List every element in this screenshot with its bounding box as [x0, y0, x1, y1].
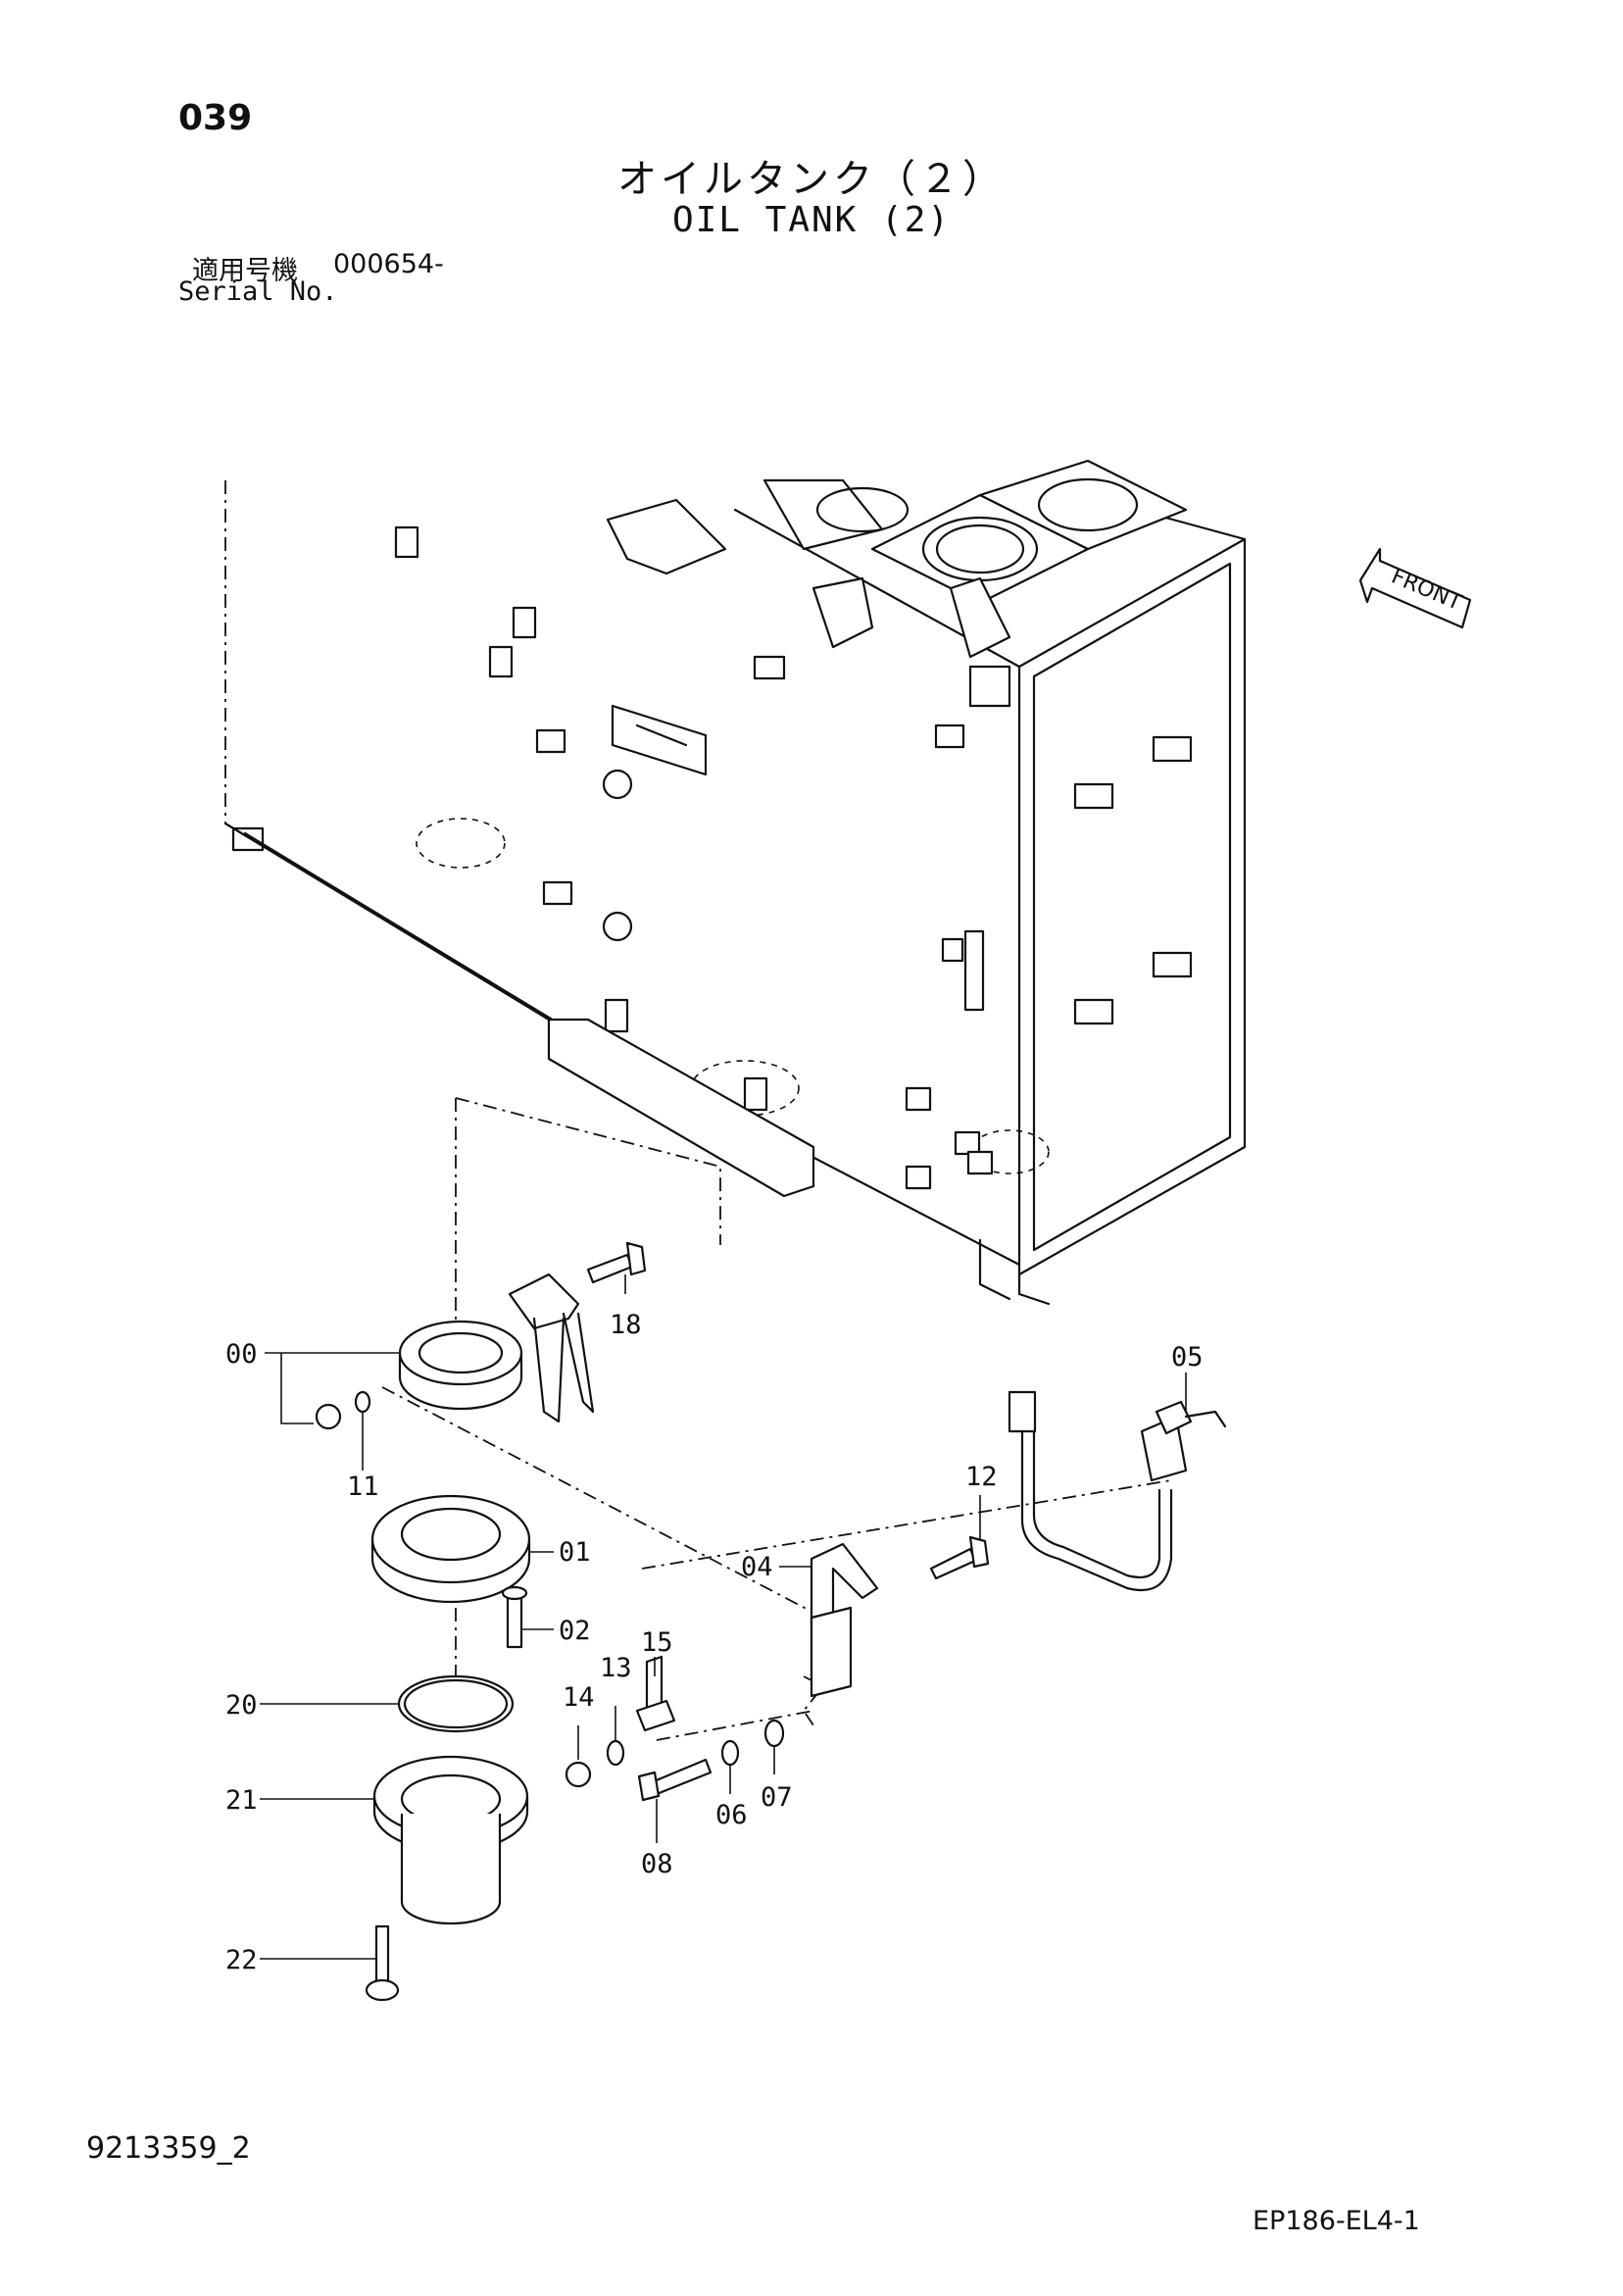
callout-02: 02: [559, 1616, 591, 1646]
callout-11: 11: [347, 1472, 379, 1502]
serial-label-english: Serial No.: [178, 276, 338, 307]
part-04-bracket: [810, 1542, 879, 1698]
callout-14: 14: [563, 1682, 595, 1713]
part-15-clip: [635, 1655, 676, 1732]
part-07-washer: [763, 1719, 785, 1748]
callout-18: 18: [610, 1310, 642, 1340]
part-08-bolt: [637, 1758, 713, 1802]
serial-label-japanese: 適用号機: [192, 256, 298, 286]
page-title-english: OIL TANK (2): [671, 200, 952, 240]
page-title-japanese: オイルタンク（２）: [617, 157, 1006, 202]
part-01-flange: [370, 1494, 531, 1604]
part-20-o-ring: [397, 1674, 515, 1733]
front-direction-arrow: FRONT: [1358, 547, 1472, 629]
callout-08: 08: [641, 1849, 673, 1879]
document-id: 9213359_2: [86, 2131, 251, 2166]
part-22-bolt: [365, 1924, 400, 2002]
callout-07: 07: [761, 1782, 793, 1813]
callout-13: 13: [600, 1653, 632, 1683]
callout-leader-lines: [260, 1274, 1187, 1960]
part-14-nut: [565, 1761, 592, 1788]
figure-code: EP186-EL4-1: [1253, 2206, 1420, 2236]
callout-15: 15: [641, 1627, 673, 1658]
part-05-level-sensor: [1008, 1390, 1227, 1592]
part-02-bolt: [501, 1585, 528, 1649]
callout-20: 20: [225, 1690, 258, 1721]
part-00-strainer: [315, 1273, 595, 1430]
part-21-case: [372, 1755, 529, 1925]
callout-04: 04: [741, 1552, 773, 1582]
serial-number-value: 000654-: [333, 249, 444, 279]
callout-12: 12: [965, 1462, 998, 1492]
part-18-bolt: [586, 1241, 647, 1284]
part-13-washer: [606, 1739, 625, 1767]
callout-06: 06: [715, 1800, 748, 1830]
oil-tank-body: [223, 459, 1247, 1306]
callout-21: 21: [225, 1785, 258, 1816]
callout-22: 22: [225, 1945, 258, 1975]
page-number: 039: [178, 98, 253, 138]
part-06-washer: [720, 1739, 740, 1767]
callout-05: 05: [1171, 1342, 1204, 1373]
callout-00: 00: [225, 1339, 258, 1370]
callout-01: 01: [559, 1537, 591, 1568]
part-12-bolt: [929, 1535, 990, 1580]
